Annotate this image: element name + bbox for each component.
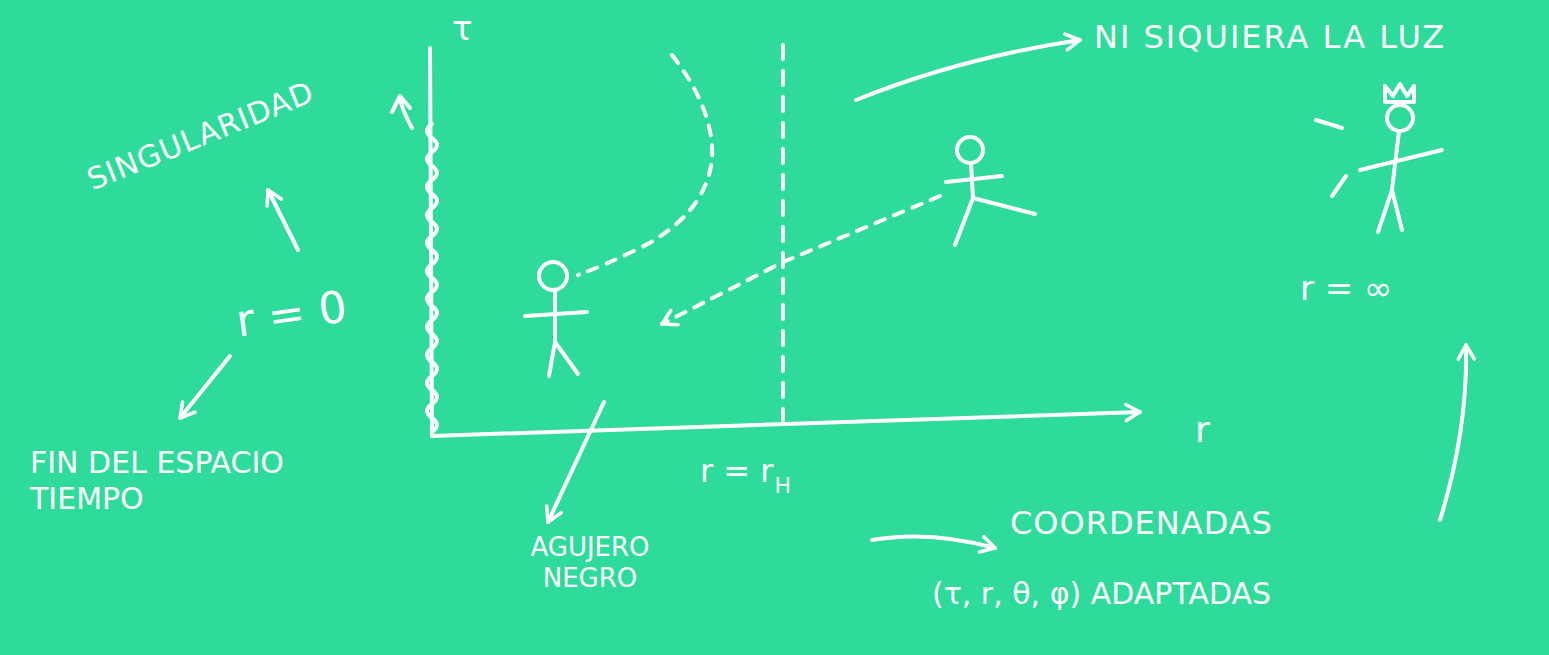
leader-arrow [268, 190, 298, 250]
subscript-label: H [774, 473, 791, 499]
leader-arrow [856, 40, 1080, 100]
leader-arrow [548, 402, 604, 522]
note-label: (τ, r, θ, φ) ADAPTADAS [932, 576, 1271, 612]
leader-arrow [1440, 345, 1466, 520]
region-label: FIN DEL ESPACIO TIEMPO [30, 445, 360, 517]
coordinate-label: r = 0 [233, 281, 350, 349]
axis-label: r [1195, 408, 1210, 451]
leader-arrow [872, 536, 995, 548]
crowned-figure [1316, 84, 1442, 232]
coordinate-label: r = ∞ [1300, 268, 1392, 309]
singularity-hook [392, 96, 412, 128]
note-label: COORDENADAS [1010, 504, 1273, 542]
coordinate-label: r = r [700, 452, 773, 490]
horizon-line [781, 45, 785, 420]
leader-arrow [180, 356, 230, 418]
inside-figure [525, 262, 587, 376]
infall-path [662, 196, 940, 324]
note-label: NI SIQUIERA LA LUZ [1094, 18, 1446, 56]
region-label: AGUJERO NEGRO [500, 532, 680, 594]
singularity-line [427, 124, 437, 432]
r-axis [432, 412, 1140, 436]
axis-label: τ [452, 8, 472, 49]
trajectory-curve [578, 55, 712, 275]
region-label: SINGULARIDAD [82, 74, 319, 198]
outside-figure [946, 137, 1035, 245]
